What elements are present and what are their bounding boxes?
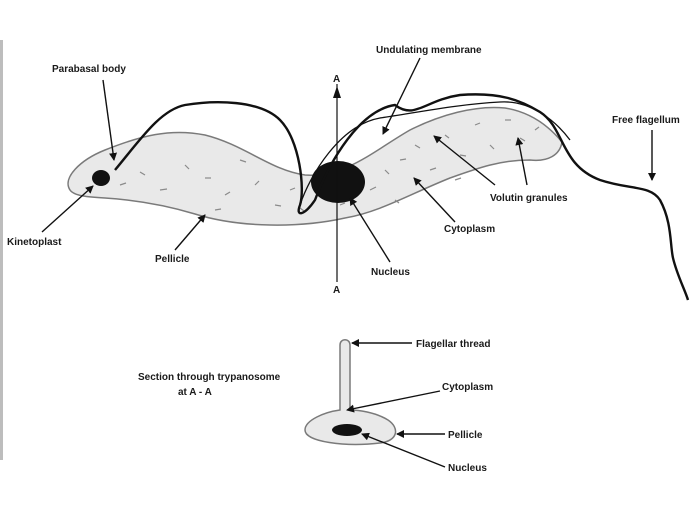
label-section-title-line2: at A - A xyxy=(178,387,212,398)
label-cytoplasm: Cytoplasm xyxy=(444,224,495,235)
label-section-pellicle: Pellicle xyxy=(448,430,483,441)
pointer-pellicle xyxy=(175,215,205,250)
label-parabasal-body: Parabasal body xyxy=(52,64,126,75)
kinetoplast xyxy=(92,170,110,186)
label-section-title-line1: Section through trypanosome xyxy=(138,372,281,383)
label-pellicle: Pellicle xyxy=(155,254,190,265)
label-section-cytoplasm: Cytoplasm xyxy=(442,382,493,393)
pointer-undulating-membrane xyxy=(383,58,420,134)
section-nucleus xyxy=(332,424,362,436)
trypanosome-body xyxy=(68,107,562,225)
pointer-section-cytoplasm xyxy=(347,391,440,410)
pointer-kinetoplast xyxy=(42,186,93,232)
axis-top-arrow xyxy=(333,86,341,98)
label-section-nucleus: Nucleus xyxy=(448,463,487,474)
nucleus xyxy=(311,161,365,203)
label-nucleus: Nucleus xyxy=(371,267,410,278)
pointer-section-nucleus xyxy=(362,434,445,467)
label-volutin-granules: Volutin granules xyxy=(490,193,568,204)
label-flagellar-thread: Flagellar thread xyxy=(416,339,490,350)
label-axis-a-top: A xyxy=(333,74,340,85)
label-kinetoplast: Kinetoplast xyxy=(7,237,62,248)
label-undulating-membrane: Undulating membrane xyxy=(376,45,482,56)
label-free-flagellum: Free flagellum xyxy=(612,115,680,126)
label-axis-a-bottom: A xyxy=(333,285,340,296)
